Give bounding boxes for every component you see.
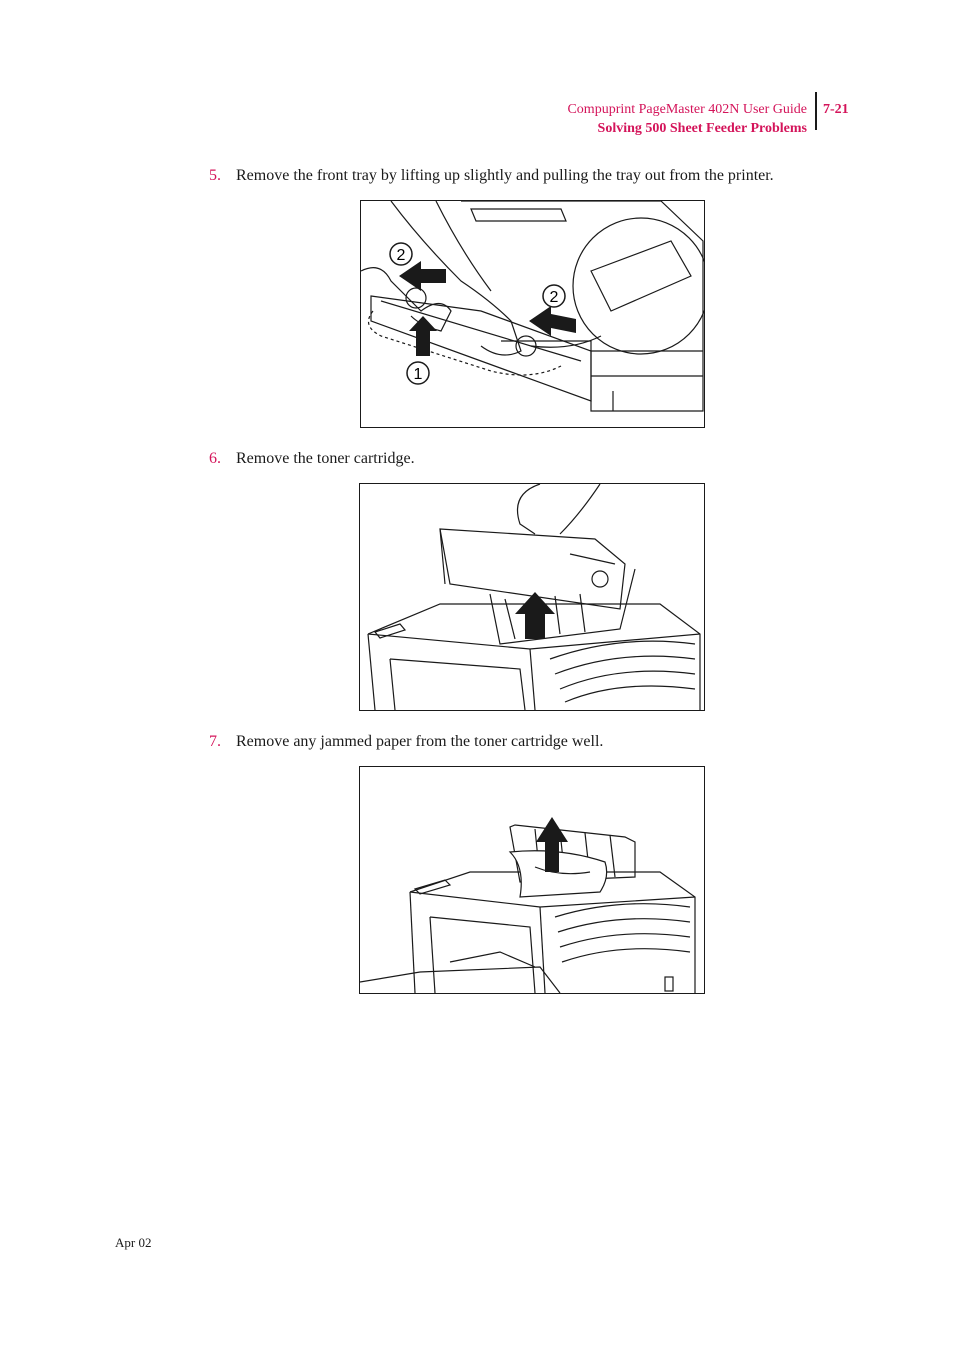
step-7: 7. Remove any jammed paper from the toner… [209,732,603,752]
callout-2a: 2 [397,247,406,264]
arrow-up [515,592,555,639]
step-number: 7. [209,733,221,750]
figure-remove-jammed-paper [359,766,705,994]
running-header: Compuprint PageMaster 402N User Guide So… [567,100,807,138]
toner-removal-illustration [367,484,701,710]
guide-title: Compuprint PageMaster 402N User Guide [567,102,807,117]
step-6: 6. Remove the toner cartridge. [209,449,415,469]
figure-remove-toner [359,483,705,711]
jammed-paper-illustration [360,817,696,993]
step-number: 5. [209,167,221,184]
step-number: 6. [209,450,221,467]
callout-1: 1 [414,366,423,383]
footer-date: Apr 02 [115,1235,152,1250]
section-title: Solving 500 Sheet Feeder Problems [597,121,807,136]
arrow-left-2 [529,306,576,336]
step-5: 5. Remove the front tray by lifting up sl… [209,166,774,186]
arrow-left-1 [399,261,446,291]
header-divider [815,92,817,130]
step-text: Remove the toner cartridge. [236,450,415,467]
step-text: Remove any jammed paper from the toner c… [236,733,604,750]
figure-remove-front-tray: 2 2 1 [360,200,705,428]
arrow-up [536,817,568,872]
arrow-up [409,316,437,356]
callout-2b: 2 [550,289,559,306]
front-tray-illustration: 2 2 1 [361,201,704,412]
page-number: 7-21 [823,102,849,117]
step-text: Remove the front tray by lifting up slig… [236,167,774,184]
